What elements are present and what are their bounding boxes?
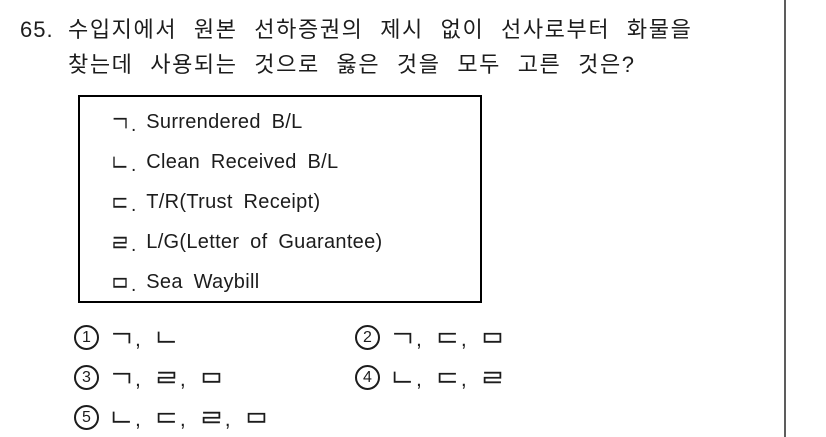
choice-box-item-text: L/G(Letter of Guarantee) [146, 230, 383, 253]
jamo-mieum-icon [483, 332, 501, 343]
question-65: 65. 수입지에서 원본 선하증권의 제시 없이 선사로부터 화물을 찾는데 사… [20, 12, 692, 82]
jamo-rieul-icon [113, 236, 127, 248]
option-2-number[interactable]: 2 [355, 325, 380, 350]
choice-box-item-nieun: . Clean Received B/L [112, 150, 339, 176]
option-2-markers: ,, [392, 327, 503, 351]
option-3-markers: ,, [111, 367, 222, 391]
option-5-number[interactable]: 5 [74, 405, 99, 430]
jamo-nieun-icon [113, 156, 127, 168]
option-2[interactable]: 2,, [355, 325, 503, 350]
comma-separator: , [224, 407, 231, 431]
option-4[interactable]: 4,, [355, 365, 503, 390]
jamo-rieul-icon [483, 371, 501, 384]
question-number: 65. [20, 17, 54, 42]
question-line-2: 찾는데 사용되는 것으로 옳은 것을 모두 고른 것은? [68, 52, 636, 77]
comma-separator: , [135, 407, 141, 431]
option-3[interactable]: 3,, [74, 365, 222, 390]
question-line-1: 수입지에서 원본 선하증권의 제시 없이 선사로부터 화물을 [68, 17, 693, 42]
choice-box-item-text: Clean Received B/L [146, 150, 339, 173]
comma-separator: , [416, 327, 422, 351]
jamo-mieum-icon [247, 412, 265, 423]
jamo-giyeok-icon [113, 117, 127, 128]
jamo-nieun-icon [157, 331, 175, 343]
jamo-giyeok-icon [113, 332, 131, 344]
choice-box-item-rieul: . L/G(Letter of Guarantee) [112, 230, 383, 256]
option-1-markers: , [111, 327, 177, 351]
marker-dot: . [131, 195, 137, 216]
marker-dot: . [131, 115, 137, 136]
comma-separator: , [179, 367, 186, 391]
jamo-digeut-icon [438, 332, 456, 343]
comma-separator: , [460, 367, 467, 391]
choice-box: . Surrendered B/L. Clean Received B/L. T/R(… [78, 95, 482, 303]
jamo-rieul-icon [202, 411, 220, 424]
option-5-markers: ,,, [111, 407, 267, 431]
jamo-digeut-icon [113, 197, 127, 208]
choice-box-item-text: Sea Waybill [146, 270, 260, 293]
comma-separator: , [179, 407, 186, 431]
jamo-nieun-icon [112, 411, 130, 423]
choice-box-item-text: Surrendered B/L [146, 110, 303, 133]
marker-dot: . [131, 155, 137, 176]
jamo-digeut-icon [438, 372, 456, 383]
jamo-mieum-icon [113, 277, 127, 288]
choice-box-item-giyeok: . Surrendered B/L [112, 110, 303, 136]
comma-separator: , [135, 367, 141, 391]
option-5[interactable]: 5,,, [74, 405, 267, 430]
choice-box-item-mieum: . Sea Waybill [112, 270, 260, 296]
column-divider [784, 0, 786, 437]
marker-dot: . [131, 235, 137, 256]
option-4-number[interactable]: 4 [355, 365, 380, 390]
jamo-mieum-icon [202, 372, 220, 383]
comma-separator: , [416, 367, 422, 391]
comma-separator: , [460, 327, 467, 351]
jamo-digeut-icon [157, 412, 175, 423]
comma-separator: , [135, 327, 141, 351]
choice-box-item-digeut: . T/R(Trust Receipt) [112, 190, 321, 216]
jamo-giyeok-icon [394, 332, 412, 344]
option-1[interactable]: 1, [74, 325, 177, 350]
jamo-nieun-icon [393, 371, 411, 383]
jamo-giyeok-icon [113, 372, 131, 384]
question-text: 수입지에서 원본 선하증권의 제시 없이 선사로부터 화물을 찾는데 사용되는 … [68, 12, 692, 82]
option-1-number[interactable]: 1 [74, 325, 99, 350]
marker-dot: . [131, 275, 137, 296]
option-3-number[interactable]: 3 [74, 365, 99, 390]
choice-box-item-text: T/R(Trust Receipt) [146, 190, 321, 213]
option-4-markers: ,, [392, 367, 503, 391]
jamo-rieul-icon [157, 371, 176, 384]
